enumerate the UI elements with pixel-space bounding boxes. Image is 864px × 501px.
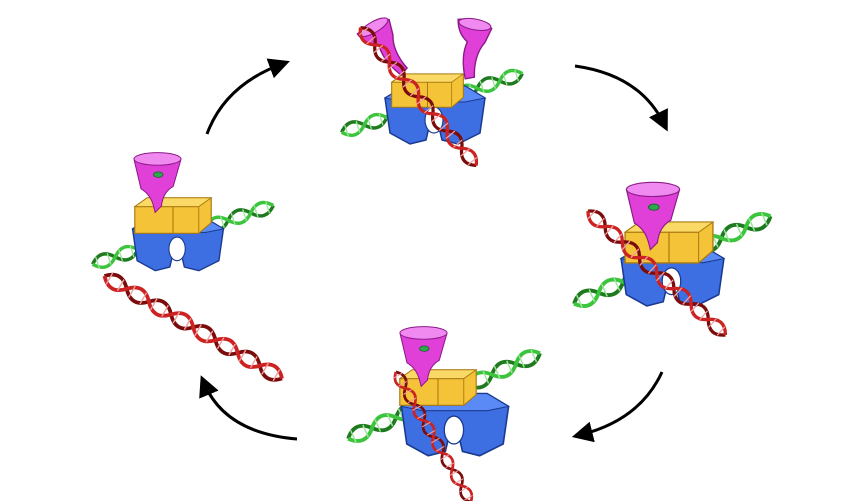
yellow-gate — [134, 197, 212, 234]
cycle-arrows — [199, 58, 668, 443]
red-dna-duplex — [99, 267, 288, 387]
stage-bottom — [343, 326, 545, 501]
stage-right — [569, 181, 776, 342]
stage-top — [337, 13, 527, 172]
arrow-top-to-right — [574, 64, 668, 132]
arrow-right-to-bottom — [571, 371, 664, 443]
magenta-arm-right — [447, 15, 494, 83]
stage-left — [88, 152, 288, 387]
arrow-bottom-to-left — [199, 375, 298, 441]
arrow-left-to-top — [205, 58, 290, 135]
yellow-gate — [399, 369, 477, 406]
